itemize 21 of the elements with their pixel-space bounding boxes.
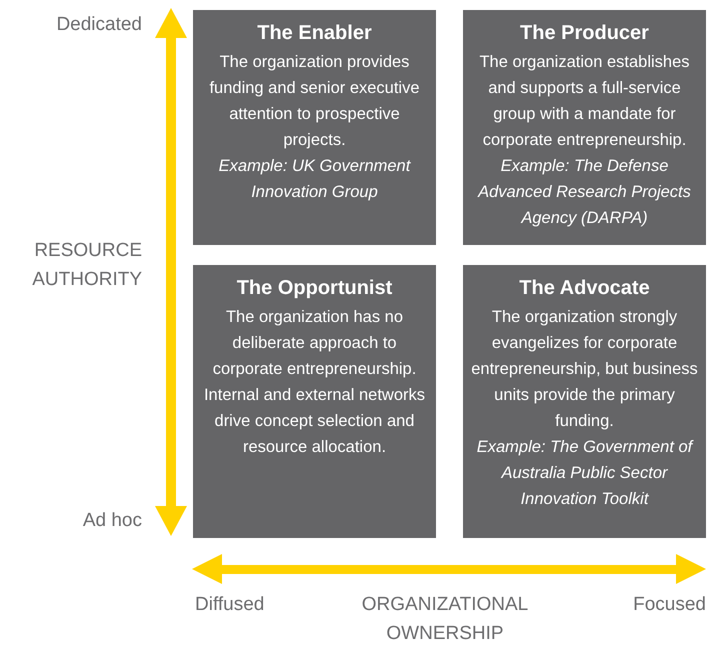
axis-title: RESOURCE AUTHORITY xyxy=(31,239,142,292)
quadrant-title: The Enabler xyxy=(256,22,373,45)
axis-title: ORGANIZATIONAL OWNERSHIP xyxy=(360,593,530,646)
quadrant-box xyxy=(193,10,436,245)
axis-end-label: Dedicated xyxy=(55,13,142,37)
example-text: Example: UK Government Innovation Group xyxy=(218,156,412,203)
description-text: The organization provides funding and senior executive attention to prospective projects. xyxy=(208,52,421,151)
description-text: The organization strongly evangelizes for corporate entrepreneurship, but business units provide the primary funding. xyxy=(470,307,699,432)
description-text: The organization has no deliberate approach to corporate entrepreneurship. Internal and external networks drive concept selection and resource allocation. xyxy=(202,307,426,458)
axis-end-label: Ad hoc xyxy=(82,509,142,533)
axis-end-label: Focused xyxy=(632,593,706,617)
example-text: Example: The Defense Advanced Research Projects Agency (DARPA) xyxy=(476,156,692,229)
axis-end-label: Diffused xyxy=(195,593,264,617)
quadrant-box xyxy=(463,10,706,245)
quadrant-box xyxy=(463,265,706,538)
example-text: Example: The Government of Australia Public Sector Innovation Toolkit xyxy=(476,437,694,510)
quadrant-box xyxy=(193,265,436,538)
quadrant-title: The Opportunist xyxy=(236,277,394,300)
quadrant-title: The Producer xyxy=(519,22,650,45)
description-text: The organization establishes and supports a full-service group with a mandate for corporate entrepreneurship. xyxy=(478,52,691,151)
quadrant-title: The Advocate xyxy=(518,277,651,300)
